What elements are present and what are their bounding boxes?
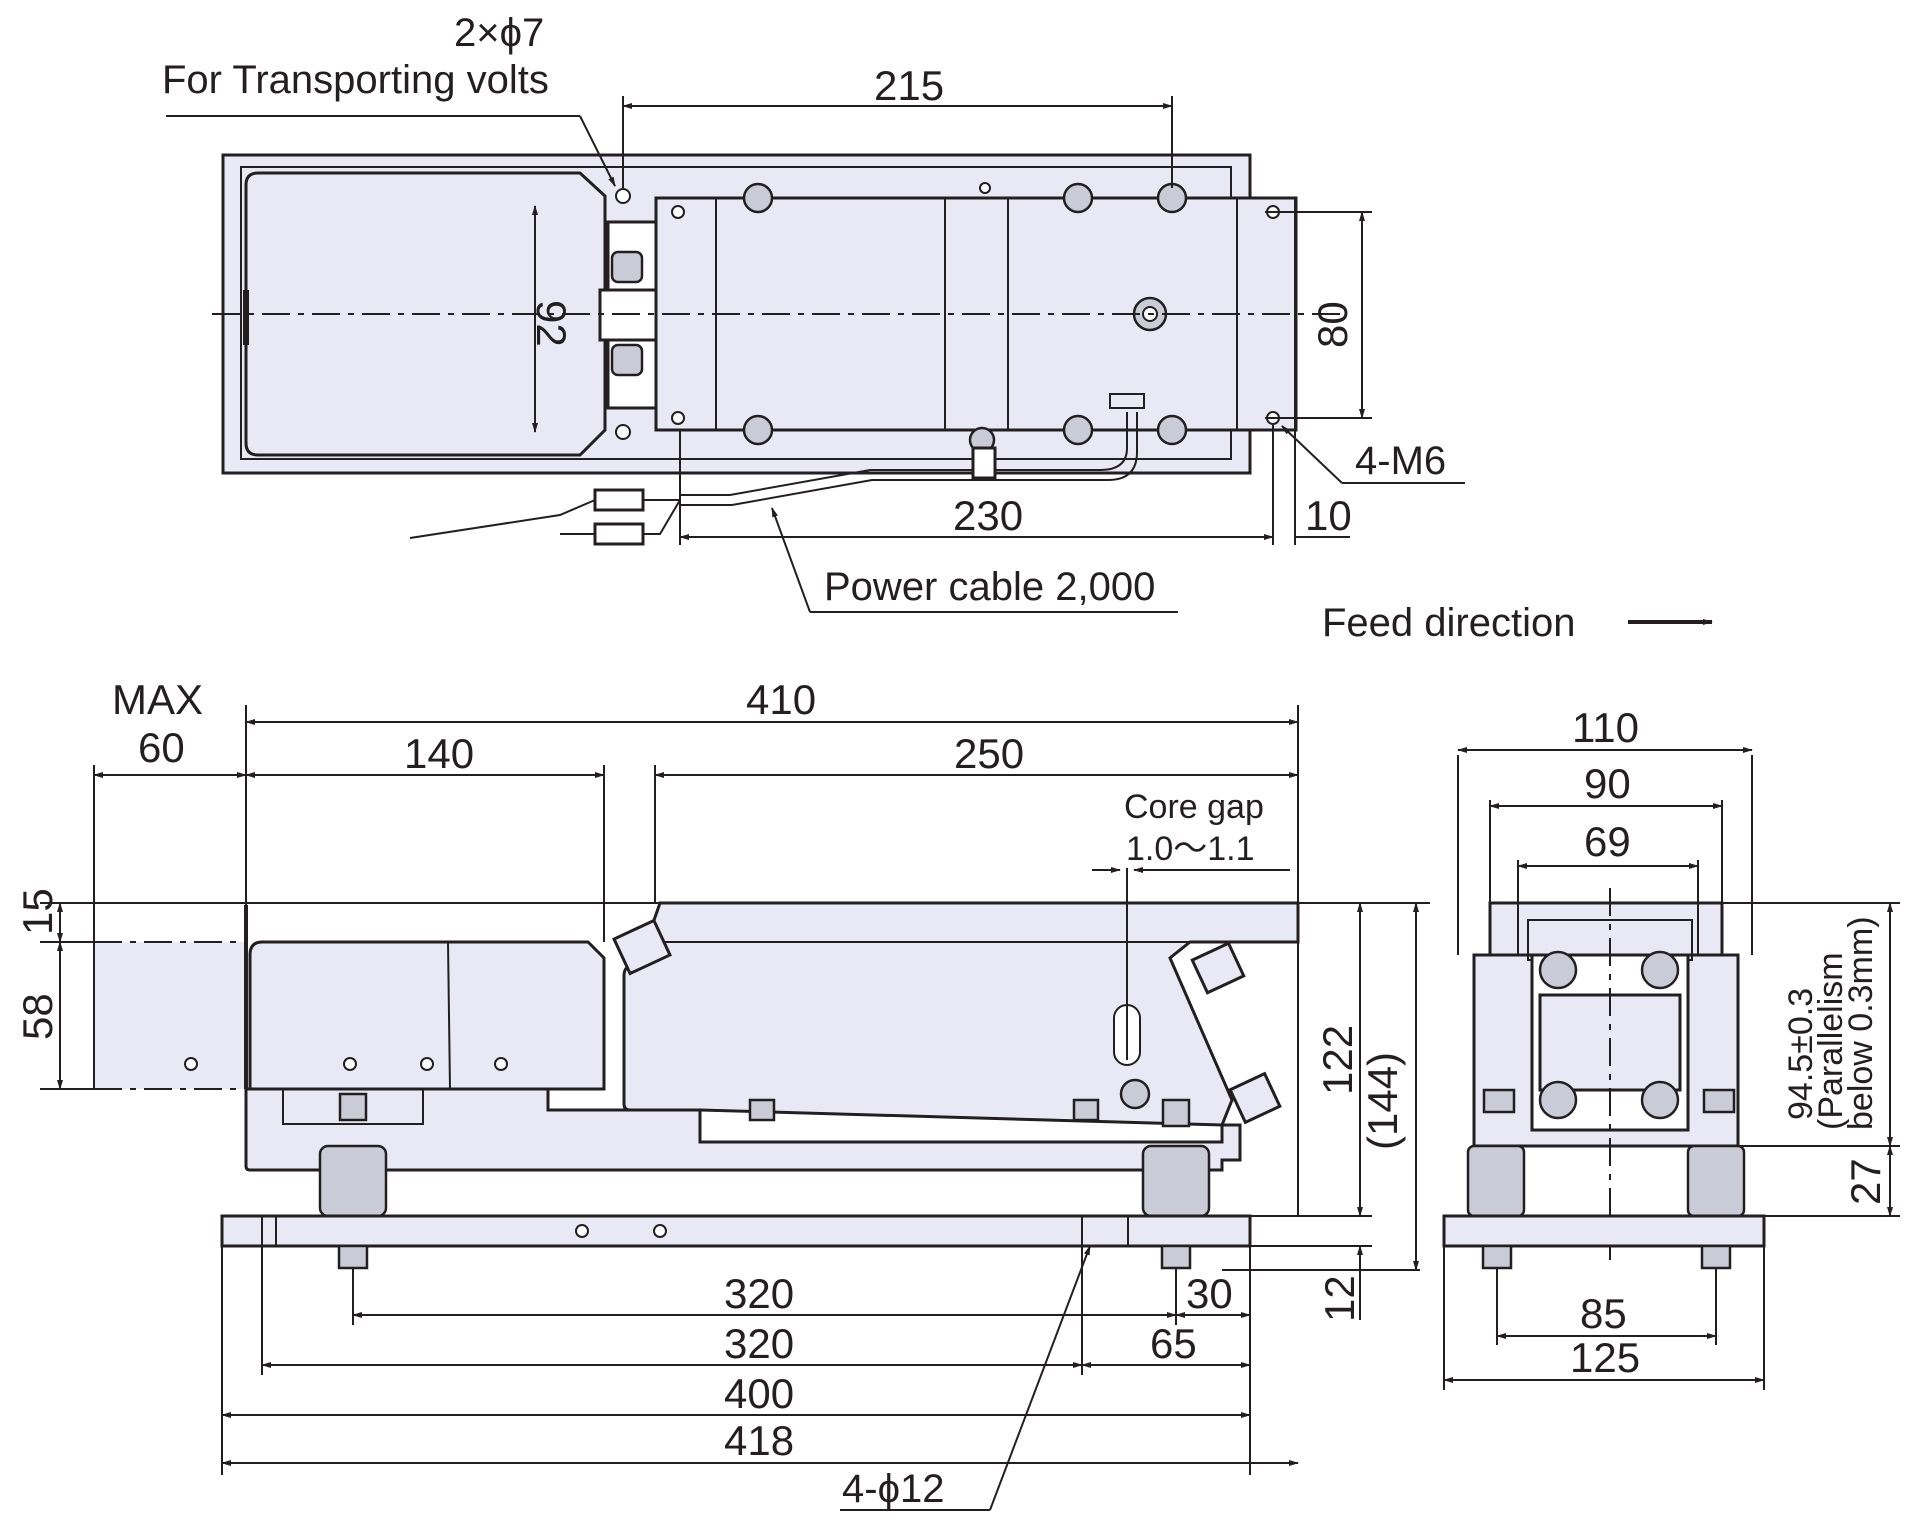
label-transport-holes: 2×ϕ7 (454, 11, 544, 55)
dim-12: 12 (1316, 1275, 1363, 1322)
dim-15: 15 (14, 888, 61, 935)
label-feed-direction: Feed direction (1322, 601, 1575, 645)
end-top-block (1488, 901, 1724, 957)
dim-122: 122 (1314, 1025, 1361, 1095)
dim-215: 215 (874, 62, 944, 109)
dim-92: 92 (528, 300, 575, 347)
dim-250: 250 (954, 730, 1024, 777)
power-cable (680, 412, 1128, 496)
dim-320-b: 320 (724, 1320, 794, 1367)
transport-hole-top (615, 188, 631, 204)
dim-320-a: 320 (724, 1270, 794, 1317)
label-power-cable: Power cable 2,000 (824, 565, 1155, 609)
dim-80: 80 (1309, 301, 1356, 348)
side-trough (622, 901, 1300, 1127)
dim-418: 418 (724, 1417, 794, 1464)
transport-hole-bottom (615, 424, 631, 440)
dim-144: (144) (1359, 1052, 1406, 1150)
end-view: 110 90 69 94.5±0.3 (Parallelism below 0.… (1442, 704, 1900, 1390)
side-base-plate (220, 1214, 1252, 1248)
dim-max-60: 60 (138, 724, 185, 771)
dim-69: 69 (1584, 818, 1631, 865)
dim-65: 65 (1150, 1320, 1197, 1367)
label-max: MAX (112, 676, 203, 723)
dim-58: 58 (14, 993, 61, 1040)
dim-230: 230 (953, 492, 1023, 539)
label-core-gap: Core gap (1124, 788, 1264, 826)
label-parallelism-1: (Parallelism (1812, 952, 1850, 1130)
dim-125: 125 (1570, 1334, 1640, 1381)
label-parallelism-2: below 0.3mm) (1842, 916, 1880, 1130)
label-base-holes: 4-ϕ12 (842, 1467, 944, 1511)
side-max-envelope (94, 942, 244, 1089)
dim-400: 400 (724, 1370, 794, 1417)
dim-parallel-tol: 94.5±0.3 (1782, 988, 1820, 1120)
dim-140: 140 (404, 730, 474, 777)
dim-90: 90 (1584, 760, 1631, 807)
dim-85: 85 (1580, 1290, 1627, 1337)
dim-30: 30 (1186, 1270, 1233, 1317)
side-base-frame (244, 1087, 1242, 1172)
dim-410: 410 (746, 676, 816, 723)
end-base-plate (1442, 1214, 1766, 1248)
dim-27: 27 (1842, 1158, 1889, 1205)
side-view: MAX 60 410 140 250 Core gap 1.0〜1.1 15 5… (14, 676, 1430, 1511)
side-hopper (248, 940, 606, 1091)
label-core-gap-value: 1.0〜1.1 (1126, 830, 1255, 868)
dim-110: 110 (1572, 704, 1639, 751)
label-transport-holes-desc: For Transporting volts (162, 58, 549, 102)
dim-10: 10 (1305, 492, 1352, 539)
label-mount-screws: 4-M6 (1355, 439, 1446, 483)
top-view: 2×ϕ7 For Transporting volts 215 92 80 4-… (162, 11, 1713, 645)
